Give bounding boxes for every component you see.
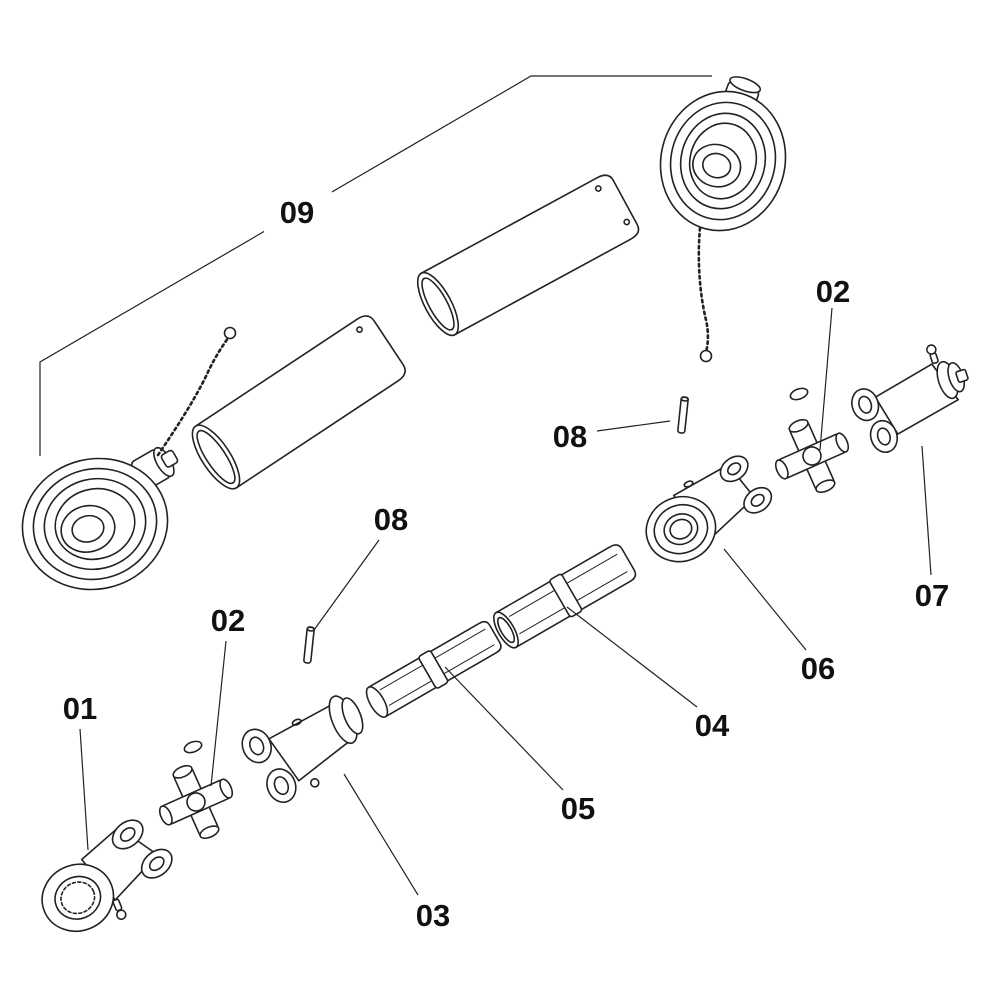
callout-08-mid-leader	[313, 539, 380, 631]
callout-08-mid-label: 08	[374, 502, 408, 537]
callout-07-label: 07	[915, 578, 949, 613]
part-08-pin-top	[676, 395, 690, 435]
callout-05-leader	[444, 666, 564, 791]
part-05-inner-tube	[365, 620, 502, 718]
callout-labels: 09 02 08 07 06 04 05 08 02 03 01	[63, 190, 949, 933]
part-01-hub-yoke	[41, 819, 173, 932]
part-03-inboard-yoke	[241, 695, 364, 804]
callout-07-leader	[921, 445, 932, 576]
part-04-outer-tube	[493, 544, 637, 649]
callout-08-top-label: 08	[553, 419, 587, 454]
guard-assembly	[21, 75, 787, 591]
callout-06-leader	[723, 548, 807, 651]
guard-cone-left	[21, 326, 237, 591]
callout-leaders	[79, 307, 932, 896]
callout-04-label: 04	[695, 708, 730, 743]
guard-tube-rear	[191, 315, 406, 490]
callout-09-leader	[39, 75, 712, 456]
callout-02-top-label: 02	[816, 274, 850, 309]
callout-08-top-leader	[596, 420, 671, 432]
callout-02-bottom-label: 02	[211, 603, 245, 638]
callout-02-top-leader	[819, 307, 833, 451]
part-02-cross-journal-bottom	[145, 740, 247, 853]
guard-tube-front	[416, 174, 640, 337]
callout-06-label: 06	[801, 651, 835, 686]
part-06-collar-yoke	[645, 455, 773, 563]
callout-01-label: 01	[63, 691, 97, 726]
guard-cone-right	[659, 76, 787, 363]
callout-03-leader	[343, 773, 419, 896]
callout-05-label: 05	[561, 791, 595, 826]
callout-03-label: 03	[416, 898, 450, 933]
guard-chain-right	[697, 226, 710, 354]
part-07-outer-yoke	[851, 344, 969, 454]
part-08-pin-mid	[302, 625, 316, 665]
part-02-cross-journal-top	[761, 387, 863, 507]
callout-02-bottom-leader	[210, 640, 227, 787]
callout-09-label: 09	[280, 195, 314, 230]
callout-01-leader	[79, 728, 89, 851]
guard-chain-left	[156, 336, 230, 457]
callout-04-leader	[566, 606, 698, 708]
